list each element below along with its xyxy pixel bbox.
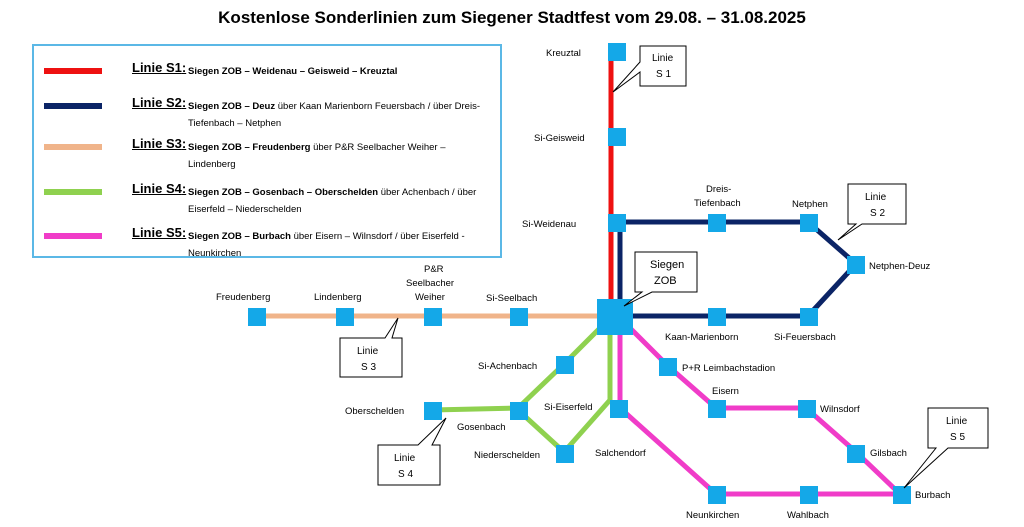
legend-swatch-s1	[44, 68, 102, 74]
callout-hub-line1: Siegen	[650, 259, 684, 271]
label-burbach: Burbach	[915, 490, 950, 501]
legend-line-name: Linie S5:	[132, 225, 187, 240]
station-pr-seelbacher-weiher[interactable]	[424, 308, 442, 326]
route-lines	[255, 49, 903, 497]
label-dreis-2: Tiefenbach	[694, 198, 741, 209]
callout-s4: Linie S 4	[377, 417, 447, 486]
callout-s5: Linie S 5	[903, 407, 989, 489]
label-netphen: Netphen	[792, 199, 828, 210]
station-feuersbach[interactable]	[800, 308, 818, 326]
callout-s3: Linie S 3	[339, 317, 403, 378]
label-kaan: Kaan-Marienborn	[665, 332, 738, 343]
station-niederschelden[interactable]	[556, 445, 574, 463]
callout-s2: Linie S 2	[837, 183, 907, 241]
station-geisweid[interactable]	[608, 128, 626, 146]
station-eiserfeld-s4[interactable]	[510, 402, 528, 420]
callout-s3-line1: Linie	[357, 346, 379, 357]
station-eiserfeld[interactable]	[610, 400, 628, 418]
callout-s5-line1: Linie	[946, 416, 968, 427]
legend-line-desc: Siegen ZOB – Gosenbach – Oberschelden üb…	[188, 187, 477, 215]
station-achenbach[interactable]	[556, 356, 574, 374]
callouts: Siegen ZOB Linie S 1 Linie S 2 Linie S 3…	[339, 45, 989, 489]
station-eisern[interactable]	[708, 400, 726, 418]
label-netphen-deuz: Netphen-Deuz	[869, 261, 931, 272]
label-neunkirchen: Neunkirchen	[686, 510, 739, 521]
station-weidenau[interactable]	[608, 214, 626, 232]
callout-s2-line2: S 2	[870, 208, 885, 219]
label-leimbach: P+R Leimbachstadion	[682, 363, 775, 374]
label-lindenberg: Lindenberg	[314, 292, 362, 303]
callout-hub-line2: ZOB	[654, 275, 677, 287]
label-oberschelden: Oberschelden	[345, 406, 404, 417]
station-leimbachstadion[interactable]	[659, 358, 677, 376]
label-weidenau: Si-Weidenau	[522, 219, 576, 230]
callout-s1-line2: S 1	[656, 69, 671, 80]
legend-line-desc: Siegen ZOB – Weidenau – Geisweid – Kreuz…	[188, 66, 398, 77]
legend-line-name: Linie S2:	[132, 95, 187, 110]
label-pr-1: P&R	[424, 264, 444, 275]
label-eisern: Eisern	[712, 386, 739, 397]
station-netphen[interactable]	[800, 214, 818, 232]
legend-line-name: Linie S4:	[132, 181, 187, 196]
label-pr-2: Seelbacher	[406, 278, 454, 289]
legend-swatch-s5	[44, 233, 102, 239]
label-achenbach: Si-Achenbach	[478, 361, 537, 372]
label-salchendorf: Salchendorf	[595, 448, 646, 459]
callout-s3-line2: S 3	[361, 362, 376, 373]
legend-swatch-s4	[44, 189, 102, 195]
callout-s4-line2: S 4	[398, 469, 413, 480]
station-gilsbach[interactable]	[847, 445, 865, 463]
callout-siegen-zob: Siegen ZOB	[623, 251, 698, 307]
station-lindenberg[interactable]	[336, 308, 354, 326]
station-kaan-marienborn[interactable]	[708, 308, 726, 326]
label-niederschelden: Niederschelden	[474, 450, 540, 461]
station-freudenberg[interactable]	[248, 308, 266, 326]
legend-line-desc: Siegen ZOB – Deuz über Kaan Marienborn F…	[188, 101, 480, 129]
station-kreuztal[interactable]	[608, 43, 626, 61]
label-wilnsdorf: Wilnsdorf	[820, 404, 860, 415]
legend-line-name: Linie S1:	[132, 60, 187, 75]
callout-s4-line1: Linie	[394, 453, 416, 464]
station-wahlbach[interactable]	[800, 486, 818, 504]
label-gosenbach: Gosenbach	[457, 422, 506, 433]
label-gilsbach: Gilsbach	[870, 448, 907, 459]
stations	[248, 43, 911, 504]
label-wahlbach: Wahlbach	[787, 510, 829, 521]
station-netphen-deuz[interactable]	[847, 256, 865, 274]
station-labels: Kreuztal Si-Geisweid Si-Weidenau Dreis- …	[216, 48, 950, 521]
legend-swatch-s2	[44, 103, 102, 109]
station-oberschelden[interactable]	[424, 402, 442, 420]
label-feuersbach: Si-Feuersbach	[774, 332, 836, 343]
callout-s1: Linie S 1	[612, 45, 687, 93]
map-title: Kostenlose Sonderlinien zum Siegener Sta…	[218, 8, 806, 27]
station-seelbach[interactable]	[510, 308, 528, 326]
callout-s1-line1: Linie	[652, 53, 674, 64]
label-pr-3: Weiher	[415, 292, 445, 303]
label-dreis-1: Dreis-	[706, 184, 731, 195]
station-neunkirchen[interactable]	[708, 486, 726, 504]
station-dreis-tiefenbach[interactable]	[708, 214, 726, 232]
legend-swatch-s3	[44, 144, 102, 150]
legend-line-desc: Siegen ZOB – Burbach über Eisern – Wilns…	[188, 231, 465, 259]
legend-line-desc: Siegen ZOB – Freudenberg über P&R Seelba…	[188, 142, 446, 170]
station-burbach[interactable]	[893, 486, 911, 504]
legend-line-name: Linie S3:	[132, 136, 187, 151]
label-geisweid: Si-Geisweid	[534, 133, 585, 144]
station-wilnsdorf[interactable]	[798, 400, 816, 418]
label-eiserfeld: Si-Eiserfeld	[544, 402, 593, 413]
callout-s5-line2: S 5	[950, 432, 965, 443]
label-seelbach: Si-Seelbach	[486, 293, 537, 304]
callout-s2-line1: Linie	[865, 192, 887, 203]
legend: Linie S1: Siegen ZOB – Weidenau – Geiswe…	[32, 44, 502, 259]
label-kreuztal: Kreuztal	[546, 48, 581, 59]
label-freudenberg: Freudenberg	[216, 292, 270, 303]
